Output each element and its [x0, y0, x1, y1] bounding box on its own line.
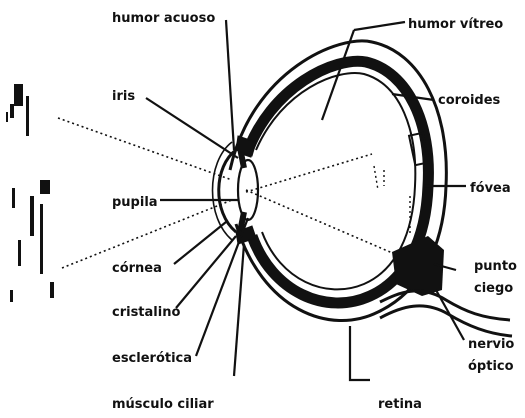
leader-musculo-ciliar — [234, 244, 244, 376]
figure-head — [14, 84, 23, 106]
figure-leg-right — [40, 204, 43, 274]
label-iris: iris — [112, 89, 135, 104]
figure-foot-left — [10, 290, 13, 302]
label-punto-ciego-line2: ciego — [474, 281, 513, 296]
figure-knee — [18, 240, 21, 266]
figure-foot-right — [50, 282, 54, 298]
leader-humor-vitreo — [354, 22, 405, 30]
leader-humor-acuoso — [226, 20, 234, 150]
vitreous-markings — [374, 166, 410, 236]
label-fovea: fóvea — [470, 181, 511, 196]
label-humor-vitreo: humor vítreo — [408, 17, 503, 32]
label-retina: retina — [378, 397, 422, 412]
label-punto-ciego-line1: punto — [474, 259, 517, 274]
ray-bottom-inside — [246, 154, 372, 192]
light-rays — [58, 118, 404, 268]
leader-iris — [146, 98, 238, 158]
label-humor-acuoso: humor acuoso — [112, 11, 215, 26]
label-musculo-ciliar: músculo ciliar — [112, 397, 214, 412]
figure-shoulder — [10, 104, 14, 118]
ray-top-incoming — [58, 118, 232, 180]
observed-figure — [6, 84, 54, 302]
label-esclerotica: esclerótica — [112, 351, 192, 366]
label-nervio-optico-line1: nervio — [468, 337, 514, 352]
figure-arm — [26, 96, 29, 136]
label-coroides: coroides — [438, 93, 501, 108]
optic-disc-blind-spot — [392, 236, 444, 296]
figure-hand — [40, 180, 50, 194]
label-pupila: pupila — [112, 195, 158, 210]
optic-nerve-sheath-lower — [380, 306, 512, 336]
vitreous-mark-1 — [374, 166, 378, 190]
figure-leg-left — [30, 196, 34, 236]
figure-mark — [6, 112, 8, 122]
label-nervio-optico-line2: óptico — [468, 359, 514, 374]
figure-body — [12, 188, 15, 208]
label-cornea: córnea — [112, 261, 162, 276]
leader-nervio-optico — [436, 290, 464, 340]
cornea-curve — [219, 150, 236, 232]
label-cristalino: cristalino — [112, 305, 180, 320]
ray-bottom-incoming — [62, 200, 232, 268]
leader-retina — [350, 326, 370, 380]
